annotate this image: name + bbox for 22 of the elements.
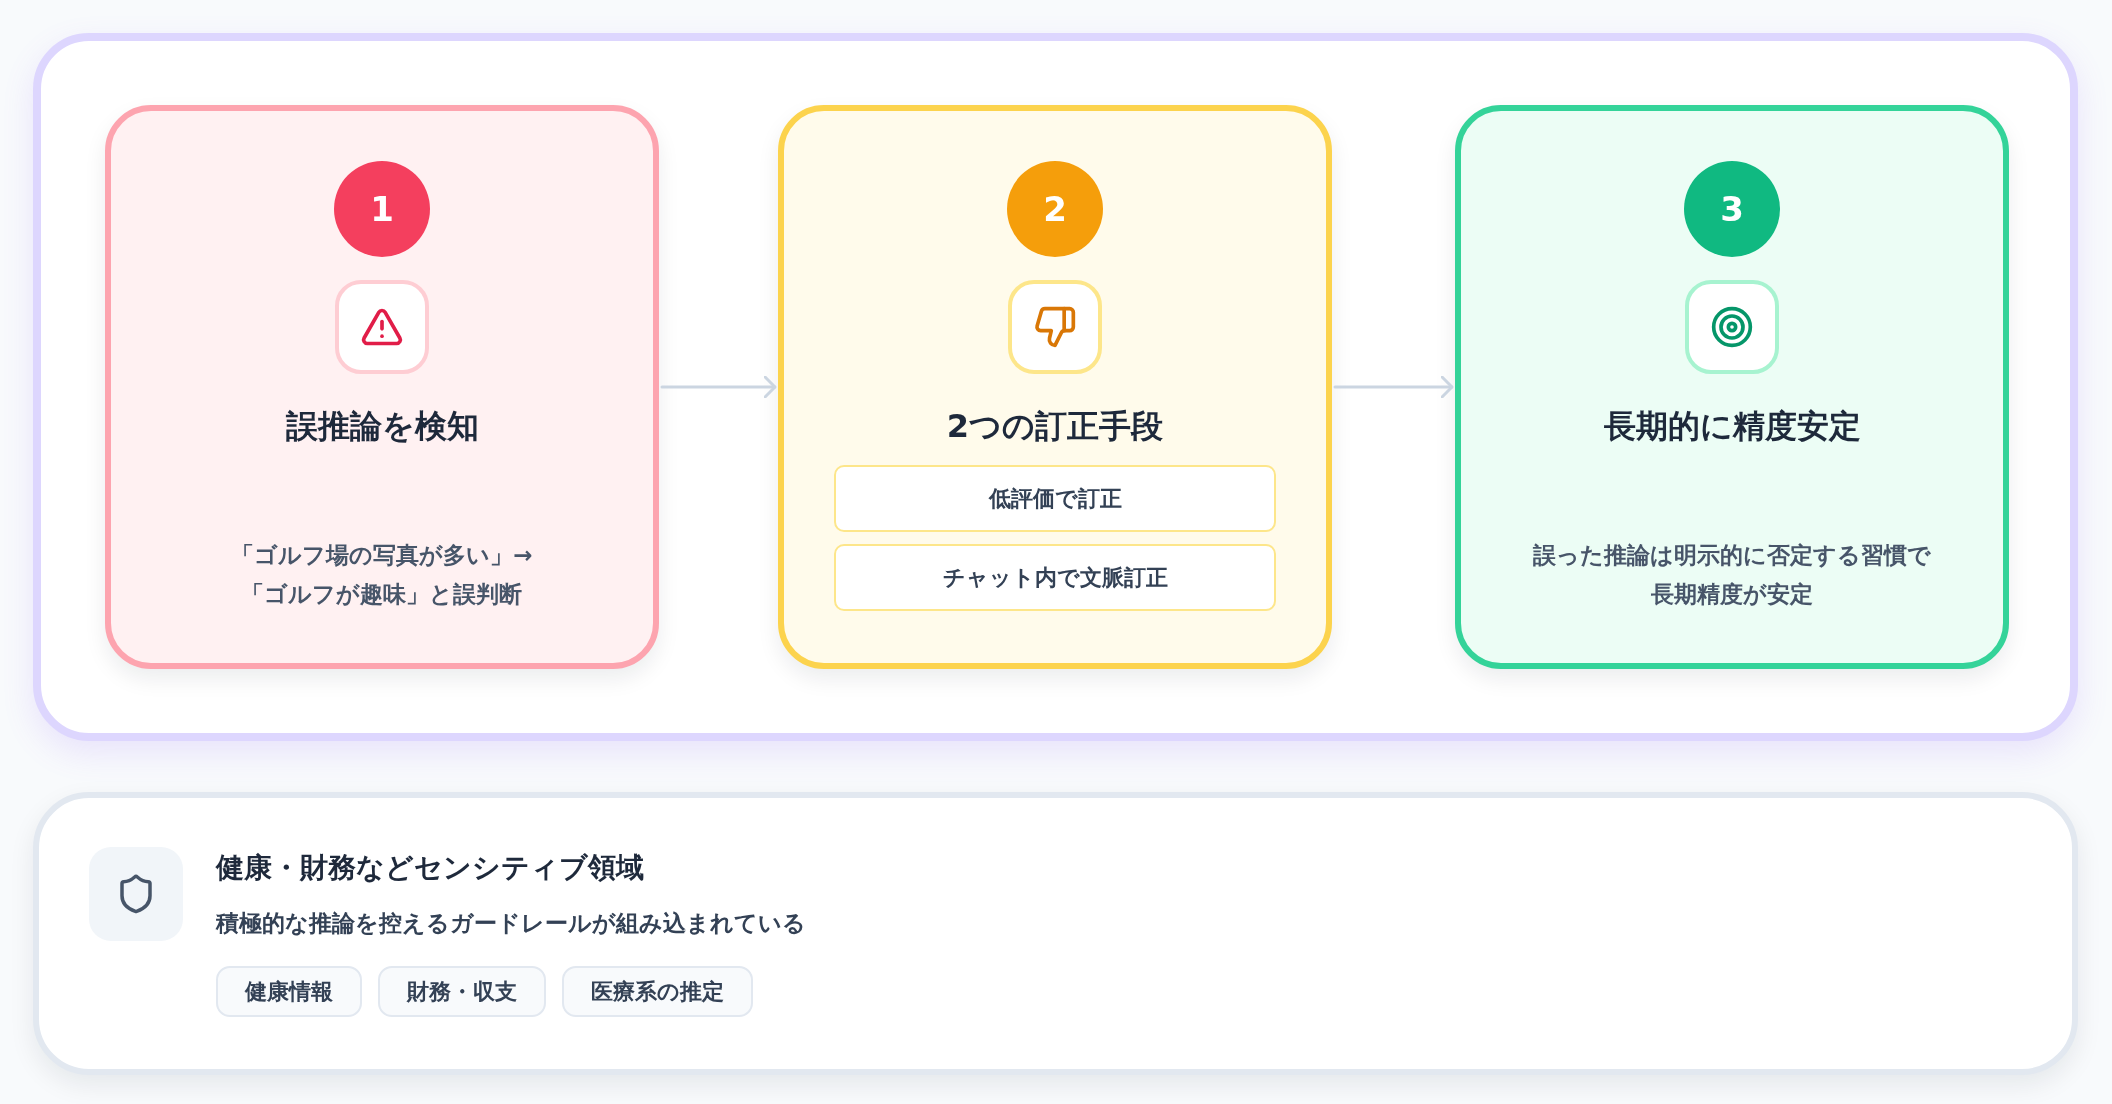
step-number: 1 (334, 161, 430, 257)
step-card (778, 105, 1332, 669)
category-tag: 健康情報 (216, 966, 362, 1017)
step-card (1455, 105, 2009, 669)
correction-method: 低評価で訂正 (834, 465, 1276, 532)
step-description: 誤った推論は明示的に否定する習慣で長期精度が安定 (1532, 541, 1932, 609)
panel-description: 積極的な推論を控えるガードレールが組み込まれている (216, 909, 806, 938)
arrow (660, 375, 777, 399)
info-panel (33, 792, 2078, 1075)
category-tag: 財務・収支 (378, 966, 546, 1017)
step-description: 「ゴルフ場の写真が多い」→「ゴルフが趣味」と誤判断 (231, 541, 533, 609)
step-title: 2つの訂正手段 (946, 406, 1164, 447)
panel-title: 健康・財務などセンシティブ領域 (216, 850, 644, 886)
step-number: 3 (1684, 161, 1780, 257)
step-title: 誤推論を検知 (285, 406, 479, 447)
step-title: 長期的に精度安定 (1603, 406, 1861, 447)
step-card (105, 105, 659, 669)
arrow (1333, 375, 1454, 399)
correction-method: チャット内で文脈訂正 (834, 544, 1276, 611)
category-tag: 医療系の推定 (562, 966, 753, 1017)
step-number: 2 (1007, 161, 1103, 257)
flow-panel (33, 33, 2078, 741)
